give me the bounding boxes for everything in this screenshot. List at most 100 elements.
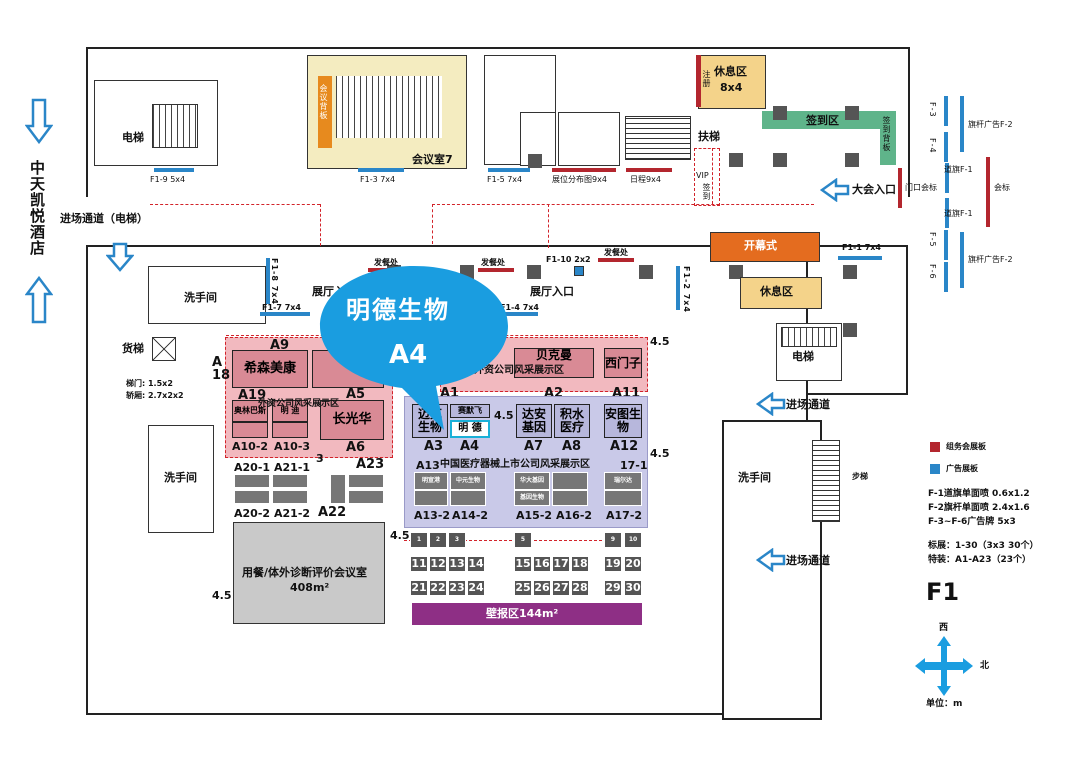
- board-F6: [944, 262, 948, 292]
- booth-changguanghua[interactable]: 长光华: [320, 400, 384, 440]
- booth-aolin[interactable]: 奥林巴斯: [232, 400, 268, 422]
- road-flag-1-label: 道旗F-1: [944, 165, 973, 174]
- booth-a20a[interactable]: [234, 474, 270, 488]
- booth-mingde-A4[interactable]: 明 德: [450, 420, 490, 438]
- booth-19[interactable]: 19: [604, 556, 622, 572]
- booth-A6-label: A6: [346, 440, 366, 455]
- freight-car-label: 轿厢: 2.7x2x2: [126, 391, 184, 400]
- rest-top-size: 8x4: [720, 81, 743, 94]
- legend-red-label: 组务会展板: [946, 442, 986, 451]
- pillar: [845, 153, 859, 167]
- flag-bottom: [960, 232, 964, 288]
- booth-11[interactable]: 11: [410, 556, 428, 572]
- arrow-left-icon: [820, 178, 850, 202]
- booth-zhongyuan[interactable]: 中元生物: [450, 472, 486, 490]
- booth-2[interactable]: 2: [429, 532, 447, 548]
- meal-2-board: [478, 268, 514, 272]
- booth-15[interactable]: 15: [514, 556, 532, 572]
- booth-20[interactable]: 20: [624, 556, 642, 572]
- booth-29[interactable]: 29: [604, 580, 622, 596]
- booth-A21-2-label: A21-2: [274, 507, 311, 520]
- booth-17[interactable]: 17: [552, 556, 570, 572]
- booth-14-2a[interactable]: [450, 490, 486, 506]
- pillar: [639, 265, 653, 279]
- booth-13-2a[interactable]: [414, 490, 448, 506]
- booth-27[interactable]: 27: [552, 580, 570, 596]
- booth-3[interactable]: 3: [448, 532, 466, 548]
- booth-18[interactable]: 18: [571, 556, 589, 572]
- booth-5[interactable]: 5: [514, 532, 532, 548]
- booth-a10-2[interactable]: [232, 422, 268, 438]
- rest-top-vert: 注册: [702, 70, 711, 88]
- booth-a23a[interactable]: [348, 474, 384, 488]
- entry-passage-1-label: 进场通道: [786, 398, 830, 411]
- legend-blue-swatch: [930, 464, 940, 474]
- booth-ruierda[interactable]: 瑞尔达: [604, 472, 642, 490]
- booth-16-2a[interactable]: [552, 490, 588, 506]
- board-f110: [574, 266, 584, 276]
- vip-box: [694, 148, 720, 206]
- booth-30[interactable]: 30: [624, 580, 642, 596]
- booth-A16-2-label: A16-2: [556, 509, 593, 522]
- booth-14[interactable]: 14: [467, 556, 485, 572]
- booth-xisen[interactable]: 希森美康: [232, 350, 308, 388]
- elevator-shaft-2: [781, 327, 837, 347]
- board-f15-label: F1-5 7x4: [487, 175, 523, 184]
- restroom-2: [148, 425, 214, 533]
- booth-9[interactable]: 9: [604, 532, 622, 548]
- booth-jishui[interactable]: 积水医疗: [554, 404, 590, 438]
- meeting-stage-label: 会议背板: [319, 84, 328, 120]
- booth-17-1-label: 17-1: [620, 459, 648, 472]
- booth-28[interactable]: 28: [571, 580, 589, 596]
- meal-2-label: 发餐处: [481, 258, 505, 267]
- booth-a22a[interactable]: [330, 474, 346, 504]
- booth-12[interactable]: 12: [429, 556, 447, 572]
- board-f18-label: F1-8 7x4: [270, 258, 279, 305]
- booth-25[interactable]: 25: [514, 580, 532, 596]
- flag-bottom-label: 旗杆广告F-2: [968, 255, 1013, 264]
- booth-mingdian[interactable]: 明 迪: [272, 400, 308, 422]
- dim-4.5-e: 4.5: [212, 589, 232, 602]
- booth-10[interactable]: 10: [624, 532, 642, 548]
- sign-board-label: 签到背板: [882, 116, 891, 152]
- board-F3: [944, 96, 948, 126]
- booth-a21a[interactable]: [272, 474, 308, 488]
- booth-16[interactable]: 16: [533, 556, 551, 572]
- booth-24[interactable]: 24: [467, 580, 485, 596]
- booth-13[interactable]: 13: [448, 556, 466, 572]
- booth-17-2a[interactable]: [604, 490, 642, 506]
- booth-ximenzi[interactable]: 西门子: [604, 348, 642, 378]
- booth-antu[interactable]: 安图生物: [604, 404, 642, 438]
- booth-A15-2-label: A15-2: [516, 509, 553, 522]
- booth-22[interactable]: 22: [429, 580, 447, 596]
- entry-passage-2-label: 进场通道: [786, 554, 830, 567]
- dim-4.5-a: 4.5: [494, 409, 514, 422]
- booth-huada[interactable]: 华大基因: [514, 472, 550, 490]
- booth-saimofei[interactable]: 赛默飞: [450, 404, 490, 418]
- booth-a21b[interactable]: [272, 490, 308, 504]
- booth-21[interactable]: 21: [410, 580, 428, 596]
- booth-daan[interactable]: 达安基因: [516, 404, 552, 438]
- board-f14-label: F1-4 7x4: [500, 303, 539, 312]
- dim-3: 3: [316, 452, 324, 465]
- board-F5: [944, 230, 948, 260]
- booth-1[interactable]: 1: [410, 532, 428, 548]
- booth-a20b[interactable]: [234, 490, 270, 504]
- entry-elevator-label: 进场通道（电梯）: [60, 212, 148, 225]
- booth-26[interactable]: 26: [533, 580, 551, 596]
- arrow-left-icon: [756, 548, 786, 572]
- booth-16[interactable]: [552, 472, 588, 490]
- floor-label: F1: [926, 578, 960, 606]
- hall-entrance-2-label: 展厅入口: [530, 285, 574, 298]
- board-f18: [266, 258, 270, 304]
- rest-mid-label: 休息区: [760, 285, 793, 298]
- booth-beckman[interactable]: 贝克曼: [514, 348, 594, 378]
- booth-xuanjiang[interactable]: 明宣港: [414, 472, 448, 490]
- booth-A17-2-label: A17-2: [606, 509, 643, 522]
- vip-label: VIP: [696, 171, 709, 180]
- booth-a10-3[interactable]: [272, 422, 308, 438]
- booth-a23b[interactable]: [348, 490, 384, 504]
- booth-jidian[interactable]: 基因生物: [514, 490, 550, 506]
- booth-23[interactable]: 23: [448, 580, 466, 596]
- dining-room-label: 用餐/体外诊断评价会议室: [242, 566, 368, 579]
